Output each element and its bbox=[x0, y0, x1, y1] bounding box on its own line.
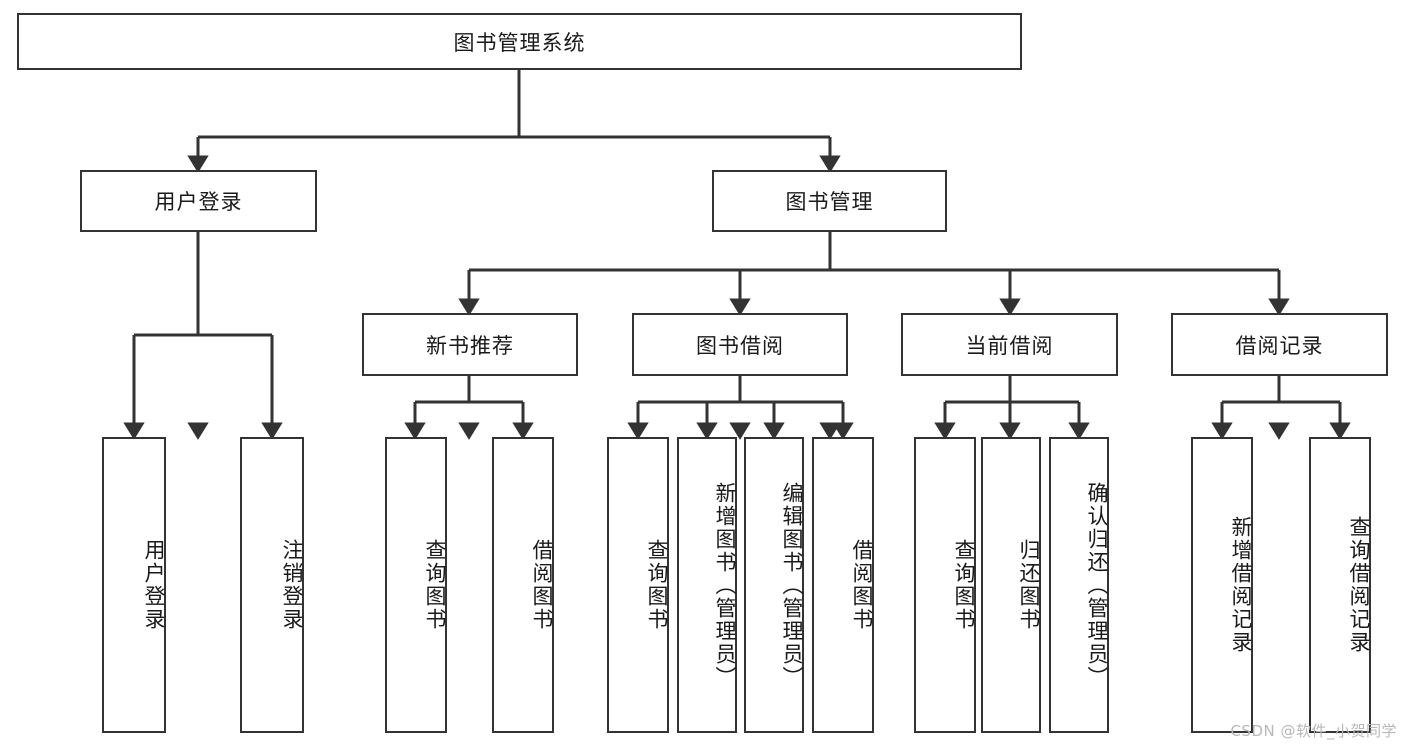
leaf-borrow-book-1[interactable]: 借阅图书 bbox=[492, 437, 554, 733]
leaf-query-borrow-record-label: 查询借阅记录 bbox=[1347, 516, 1371, 654]
leaf-add-borrow-record[interactable]: 新增借阅记录 bbox=[1191, 437, 1253, 733]
leaf-return-book[interactable]: 归还图书 bbox=[981, 437, 1041, 733]
leaf-logout-login[interactable]: 注销登录 bbox=[240, 437, 304, 733]
leaf-user-login-label: 用户登录 bbox=[142, 539, 166, 631]
node-book-borrow[interactable]: 图书借阅 bbox=[632, 313, 848, 376]
node-root-label: 图书管理系统 bbox=[453, 30, 586, 55]
node-current-borrow-label: 当前借阅 bbox=[965, 333, 1054, 358]
leaf-confirm-return-label: 确认归还（管理员） bbox=[1085, 481, 1109, 689]
leaf-borrow-book-1-label: 借阅图书 bbox=[530, 539, 554, 631]
leaf-borrow-book-2-label: 借阅图书 bbox=[850, 539, 874, 631]
node-root[interactable]: 图书管理系统 bbox=[17, 13, 1022, 70]
leaf-edit-book-label: 编辑图书（管理员） bbox=[780, 481, 804, 689]
leaf-edit-book[interactable]: 编辑图书（管理员） bbox=[744, 437, 804, 733]
leaf-return-book-label: 归还图书 bbox=[1017, 539, 1041, 631]
leaf-query-borrow-record[interactable]: 查询借阅记录 bbox=[1309, 437, 1371, 733]
leaf-logout-login-label: 注销登录 bbox=[280, 539, 304, 631]
node-current-borrow[interactable]: 当前借阅 bbox=[901, 313, 1118, 376]
node-borrow-record-label: 借阅记录 bbox=[1235, 333, 1324, 358]
leaf-add-book-label: 新增图书（管理员） bbox=[713, 481, 737, 689]
node-user-login-label: 用户登录 bbox=[154, 190, 243, 214]
leaf-confirm-return[interactable]: 确认归还（管理员） bbox=[1049, 437, 1109, 733]
node-book-borrow-label: 图书借阅 bbox=[696, 333, 784, 358]
leaf-query-book-1-label: 查询图书 bbox=[423, 539, 447, 631]
node-new-book-recommend-label: 新书推荐 bbox=[426, 333, 514, 358]
node-user-login[interactable]: 用户登录 bbox=[80, 170, 317, 232]
leaf-query-book-3-label: 查询图书 bbox=[952, 539, 976, 631]
node-borrow-record[interactable]: 借阅记录 bbox=[1171, 313, 1388, 376]
leaf-user-login[interactable]: 用户登录 bbox=[102, 437, 166, 733]
watermark: CSDN @软件_小贺同学 bbox=[1230, 722, 1397, 740]
node-new-book-recommend[interactable]: 新书推荐 bbox=[362, 313, 578, 376]
leaf-query-book-2[interactable]: 查询图书 bbox=[607, 437, 669, 733]
node-book-management-label: 图书管理 bbox=[785, 190, 874, 214]
leaf-query-book-1[interactable]: 查询图书 bbox=[385, 437, 447, 733]
leaf-borrow-book-2[interactable]: 借阅图书 bbox=[812, 437, 874, 733]
leaf-query-book-3[interactable]: 查询图书 bbox=[914, 437, 976, 733]
node-book-management[interactable]: 图书管理 bbox=[712, 170, 947, 232]
leaf-add-book[interactable]: 新增图书（管理员） bbox=[677, 437, 737, 733]
leaf-add-borrow-record-label: 新增借阅记录 bbox=[1229, 516, 1253, 654]
leaf-query-book-2-label: 查询图书 bbox=[645, 539, 669, 631]
